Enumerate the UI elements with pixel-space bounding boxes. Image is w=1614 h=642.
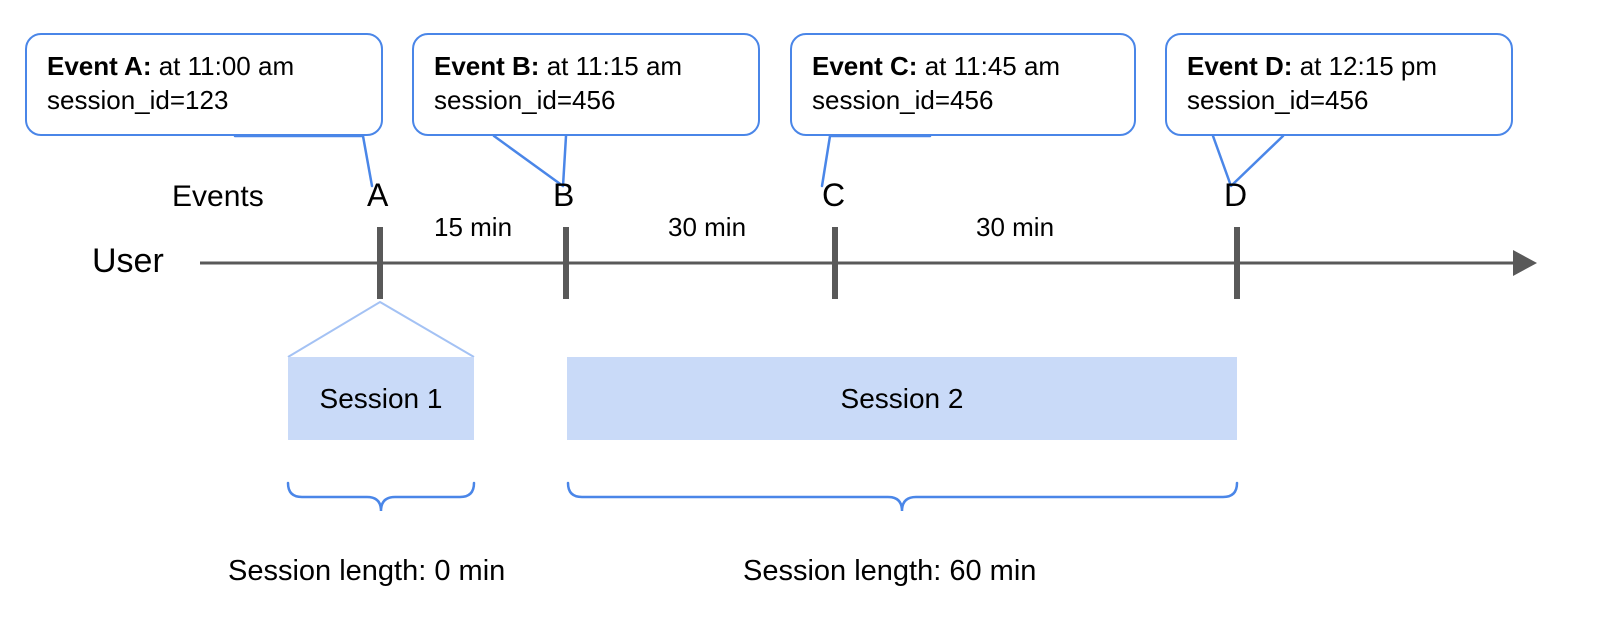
row-label-events: Events — [172, 180, 264, 213]
callout-event-c: Event C: at 11:45 am session_id=456 — [790, 33, 1136, 136]
callout-event-d-name: Event D: — [1187, 51, 1293, 81]
event-letter-c: C — [822, 177, 846, 213]
session-1-length-label: Session length: 0 min — [228, 555, 506, 587]
callout-tail-a — [233, 134, 374, 188]
gap-label-a-b: 15 min — [434, 212, 513, 242]
session-2-brace — [566, 481, 1239, 512]
event-letter-a: A — [367, 177, 389, 213]
session-bar-2: Session 2 — [567, 357, 1237, 440]
callout-event-a-session-id: session_id=123 — [47, 85, 229, 116]
callout-event-b-session-id: session_id=456 — [434, 85, 616, 116]
session-1-funnel — [287, 300, 475, 358]
callout-tail-b — [492, 134, 568, 188]
gap-label-b-c: 30 min — [668, 212, 747, 242]
callout-tail-c — [820, 134, 932, 188]
callout-event-a: Event A: at 11:00 am session_id=123 — [25, 33, 383, 136]
callout-event-a-name: Event A: — [47, 51, 152, 81]
session-bar-1-label: Session 1 — [319, 382, 443, 414]
session-bar-1: Session 1 — [288, 357, 474, 440]
callout-event-c-session-id: session_id=456 — [812, 85, 994, 116]
timeline-arrowhead — [1513, 250, 1537, 276]
callout-event-d-session-id: session_id=456 — [1187, 85, 1369, 116]
callout-event-b-name: Event B: — [434, 51, 540, 81]
session-2-length-label: Session length: 60 min — [743, 555, 1037, 587]
callout-event-c-time: at 11:45 am — [917, 51, 1061, 81]
callout-event-c-name: Event C: — [812, 51, 918, 81]
callout-event-b: Event B: at 11:15 am session_id=456 — [412, 33, 760, 136]
callout-event-d-time: at 12:15 pm — [1292, 51, 1438, 81]
callout-event-d: Event D: at 12:15 pm session_id=456 — [1165, 33, 1513, 136]
session-1-brace — [286, 481, 476, 512]
callout-event-a-time: at 11:00 am — [151, 51, 295, 81]
row-label-user: User — [92, 242, 164, 280]
gap-label-c-d: 30 min — [976, 212, 1055, 242]
callout-tail-d — [1211, 134, 1285, 188]
session-bar-2-label: Session 2 — [840, 382, 964, 414]
event-letter-b: B — [553, 177, 575, 213]
event-letter-d: D — [1224, 177, 1248, 213]
callout-event-b-time: at 11:15 am — [539, 51, 683, 81]
